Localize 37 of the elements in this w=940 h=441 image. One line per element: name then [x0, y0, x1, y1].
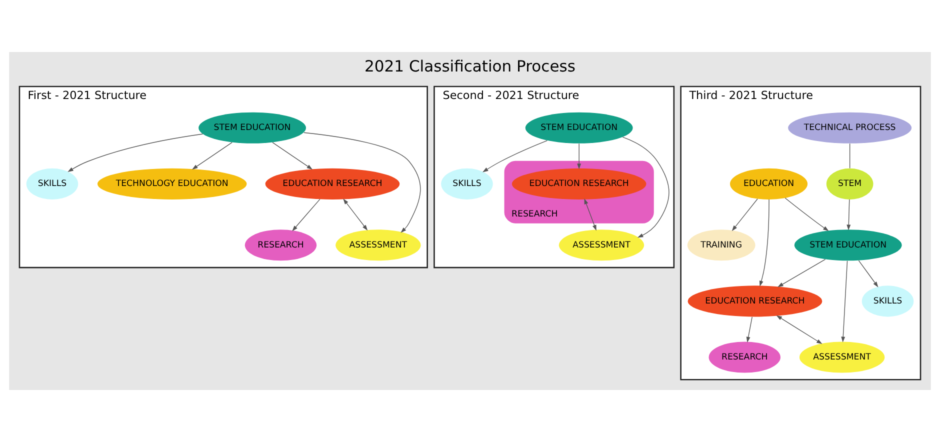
node-ellipse: TECHNICAL PROCESS — [788, 112, 912, 143]
node-ellipse: STEM EDUCATION — [198, 112, 306, 143]
arrow — [746, 316, 752, 342]
node-ellipse: STEM — [826, 168, 874, 199]
arrow — [68, 133, 204, 172]
arrow — [192, 142, 232, 170]
node-ellipse: STEM EDUCATION — [525, 112, 633, 143]
diagram-title: 2021 Classification Process — [364, 56, 576, 75]
node-ellipse: RESEARCH — [244, 229, 317, 260]
arrow — [858, 260, 878, 287]
node-ellipse: STEM EDUCATION — [794, 229, 902, 260]
node-ellipse: SKILLS — [862, 285, 914, 316]
arrow — [776, 314, 822, 344]
arrow — [482, 140, 548, 172]
arrow — [292, 198, 320, 231]
node-ellipse: EDUCATION RESEARCH — [688, 285, 822, 316]
arrow — [759, 198, 770, 286]
node-ellipse: RESEARCH — [708, 341, 780, 372]
node-ellipse: ASSESSMENT — [799, 341, 885, 372]
node-ellipse: EDUCATION RESEARCH — [512, 168, 646, 199]
node-ellipse: EDUCATION RESEARCH — [265, 168, 400, 199]
arrow — [343, 198, 368, 230]
arrow — [272, 142, 313, 170]
node-ellipse: TRAINING — [687, 229, 756, 260]
arrow — [784, 197, 829, 231]
arrow — [304, 132, 421, 232]
arrow — [778, 258, 826, 287]
connector — [849, 142, 850, 168]
arrow — [732, 198, 758, 231]
arrow — [584, 198, 596, 230]
node-ellipse: TECHNOLOGY EDUCATION — [97, 168, 247, 199]
node-ellipse: ASSESSMENT — [336, 229, 421, 260]
node-ellipse: EDUCATION — [730, 168, 808, 199]
arrow — [622, 136, 670, 238]
arrow — [846, 198, 851, 230]
arrow — [577, 142, 582, 169]
arrow — [841, 260, 848, 342]
